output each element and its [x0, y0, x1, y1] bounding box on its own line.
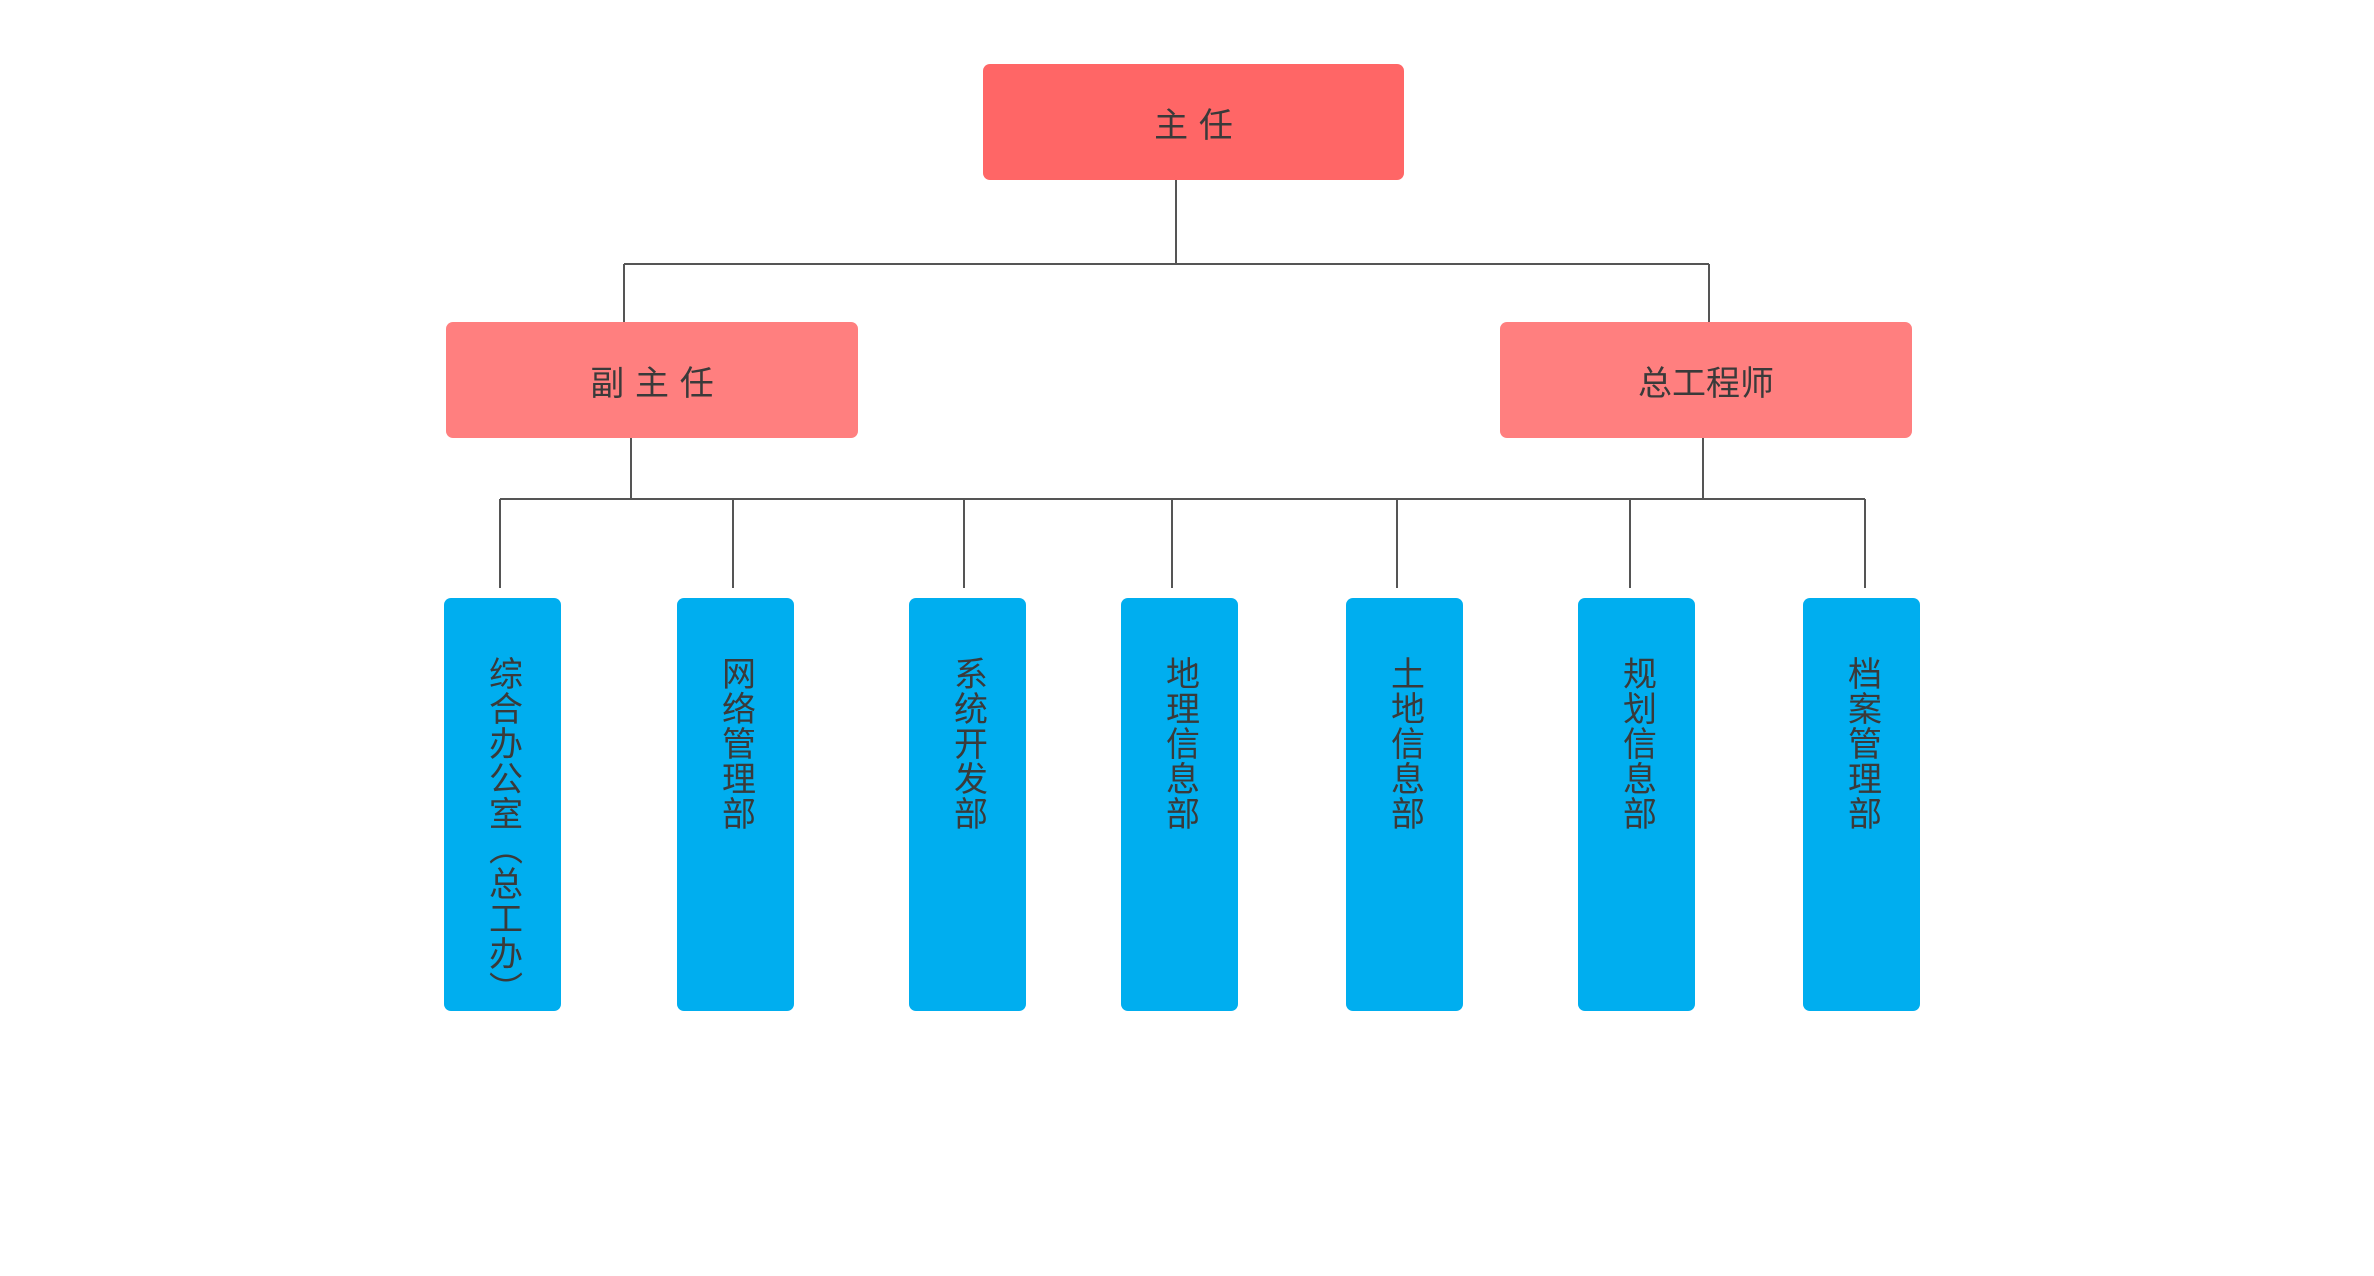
node-chief-engineer-label: 总工程师 — [1638, 363, 1774, 404]
dept-label: 档案管理部 — [1841, 656, 1882, 831]
dept-label: 地理信息部 — [1159, 656, 1200, 831]
dept-label: 综合办公室（总工办） — [482, 656, 523, 1006]
node-deputy-director-label: 副 主 任 — [590, 363, 714, 404]
node-dept-general-office: 综合办公室（总工办） — [444, 598, 561, 1011]
dept-label: 系统开发部 — [947, 656, 988, 831]
node-dept-planning-info: 规划信息部 — [1578, 598, 1695, 1011]
node-dept-network: 网络管理部 — [677, 598, 794, 1011]
node-deputy-director: 副 主 任 — [446, 322, 858, 438]
node-chief-engineer: 总工程师 — [1500, 322, 1912, 438]
node-director-label: 主 任 — [1154, 105, 1233, 146]
node-dept-geo-info: 地理信息部 — [1121, 598, 1238, 1011]
node-dept-land-info: 土地信息部 — [1346, 598, 1463, 1011]
dept-label: 土地信息部 — [1384, 656, 1425, 831]
node-dept-archives: 档案管理部 — [1803, 598, 1920, 1011]
node-dept-system-dev: 系统开发部 — [909, 598, 1026, 1011]
dept-label: 网络管理部 — [715, 656, 756, 831]
dept-label: 规划信息部 — [1616, 656, 1657, 831]
node-director: 主 任 — [983, 64, 1404, 180]
